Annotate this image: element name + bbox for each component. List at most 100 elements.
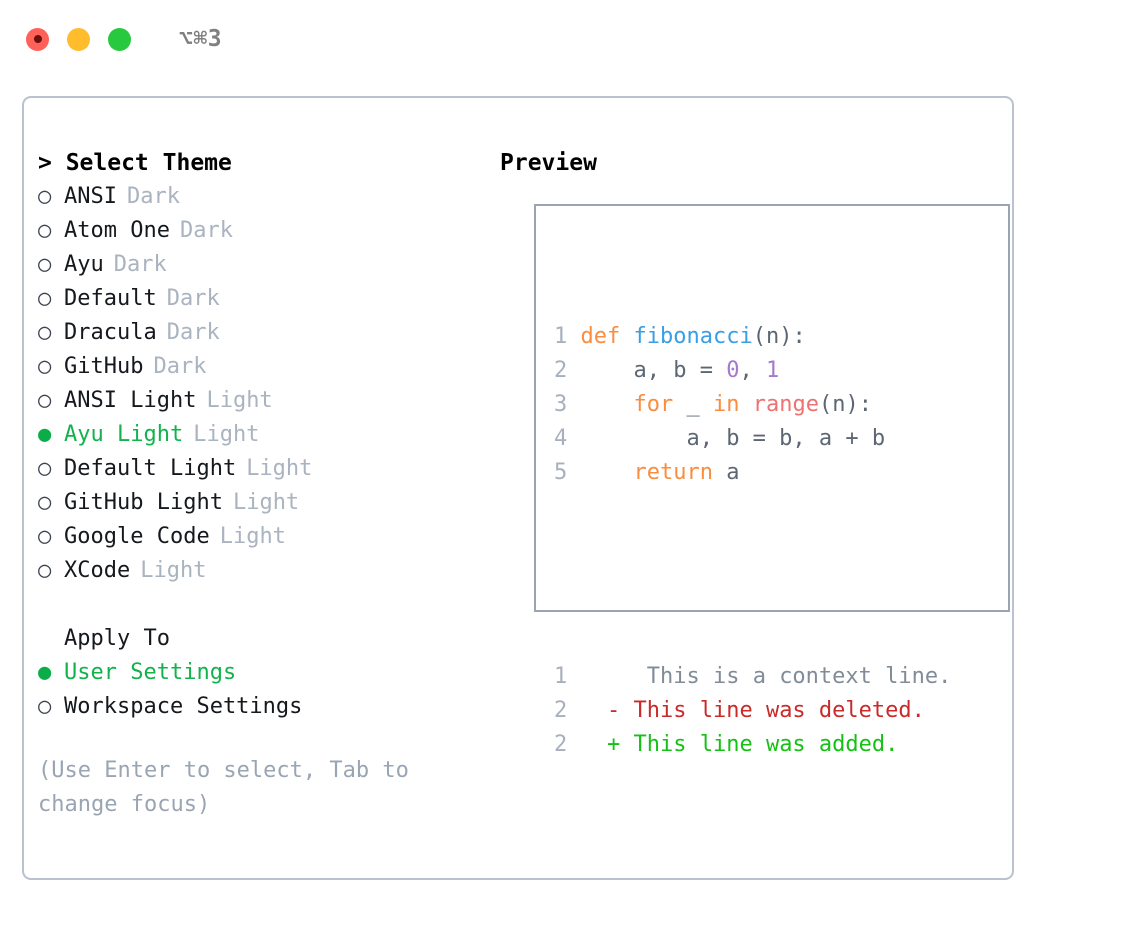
apply-to-header: Apply To <box>64 626 170 651</box>
keyboard-shortcut-label: ⌥⌘3 <box>179 25 223 52</box>
line-number: 2 <box>554 358 568 383</box>
radio-unselected-icon: ○ <box>38 252 52 277</box>
line-number: 5 <box>554 460 568 485</box>
code-token-kw: def <box>580 324 621 349</box>
select-theme-header: > Select Theme <box>38 150 232 176</box>
diff-line-add: 2 + This line was added. <box>554 728 1008 762</box>
close-button-icon[interactable] <box>26 27 49 51</box>
code-line: 4 a, b = b, a + b <box>554 422 1008 456</box>
theme-option-default[interactable]: ○ Default Dark <box>38 282 478 316</box>
apply-to-option-user-settings[interactable]: ● User Settings <box>38 656 478 690</box>
radio-unselected-icon: ○ <box>38 558 52 583</box>
code-token-kw: in <box>712 392 740 417</box>
code-token-fn: fibonacci <box>633 324 753 349</box>
code-token-plain <box>620 324 633 349</box>
diff-sign: + <box>607 732 621 757</box>
keyboard-hint-text: (Use Enter to select, Tab to change focu… <box>38 758 409 817</box>
theme-option-label: Default <box>64 286 157 311</box>
theme-option-label: Dracula <box>64 320 157 345</box>
code-token-plain: , <box>739 358 766 383</box>
theme-option-label: XCode <box>64 558 131 583</box>
radio-unselected-icon: ○ <box>38 456 52 481</box>
theme-option-category: Light <box>219 524 286 549</box>
minimize-button-icon[interactable] <box>67 27 90 51</box>
theme-option-label: Default Light <box>64 456 237 481</box>
theme-option-category: Light <box>140 558 207 583</box>
theme-option-label: Atom One <box>64 218 170 243</box>
preview-column: Preview 1 def fibonacci(n):2 a, b = 0, 1… <box>500 146 1010 757</box>
theme-option-dracula[interactable]: ○ Dracula Dark <box>38 316 478 350</box>
code-line: 1 def fibonacci(n): <box>554 320 1008 354</box>
radio-unselected-icon: ○ <box>38 490 52 515</box>
zoom-button-icon[interactable] <box>108 27 131 51</box>
theme-option-ansi-light[interactable]: ○ ANSI Light Light <box>38 384 478 418</box>
code-diff-separator <box>554 558 1008 592</box>
diff-text: This line was added. <box>620 732 899 757</box>
diff-sign: - <box>607 698 621 723</box>
theme-option-ayu[interactable]: ○ Ayu Dark <box>38 248 478 282</box>
theme-option-github-light[interactable]: ○ GitHub Light Light <box>38 486 478 520</box>
code-token-plain <box>739 392 752 417</box>
code-token-plain <box>581 392 634 417</box>
radio-unselected-icon: ○ <box>38 286 52 311</box>
apply-to-option-label: Workspace Settings <box>64 694 303 719</box>
diff-line-ctx: 1 This is a context line. <box>554 660 1008 694</box>
theme-option-label: GitHub Light <box>64 490 223 515</box>
theme-option-category: Light <box>246 456 313 481</box>
theme-option-label: ANSI Light <box>64 388 197 413</box>
code-line: 5 return a <box>554 456 1008 490</box>
theme-option-label: GitHub <box>64 354 144 379</box>
code-token-kw: return <box>633 460 713 485</box>
diff-sign <box>607 664 620 689</box>
theme-option-category: Dark <box>179 218 233 243</box>
theme-option-category: Dark <box>153 354 207 379</box>
code-line: 3 for _ in range(n): <box>554 388 1008 422</box>
diff-line-number: 2 <box>554 698 568 723</box>
theme-option-category: Light <box>206 388 273 413</box>
line-number: 4 <box>554 426 568 451</box>
theme-option-xcode[interactable]: ○ XCode Light <box>38 554 478 588</box>
radio-unselected-icon: ○ <box>38 320 52 345</box>
radio-unselected-icon: ○ <box>38 694 52 719</box>
code-token-plain: a <box>712 460 740 485</box>
theme-option-default-light[interactable]: ○ Default Light Light <box>38 452 478 486</box>
apply-to-list: ● User Settings ○ Workspace Settings <box>38 656 478 724</box>
theme-option-category: Dark <box>126 184 180 209</box>
window-controls <box>26 27 131 51</box>
radio-selected-icon: ● <box>38 422 52 447</box>
diff-lines: 1 This is a context line.2 - This line w… <box>554 660 1008 762</box>
code-token-num: 1 <box>765 358 780 383</box>
preview-header: Preview <box>500 150 597 176</box>
radio-unselected-icon: ○ <box>38 388 52 413</box>
code-token-num: 0 <box>726 358 740 383</box>
line-number: 1 <box>554 324 568 349</box>
theme-option-category: Dark <box>113 252 167 277</box>
diff-text: This line was deleted. <box>620 698 925 723</box>
radio-selected-icon: ● <box>38 660 52 685</box>
theme-option-label: ANSI <box>64 184 117 209</box>
code-token-punct: (n): <box>752 324 806 349</box>
diff-line-del: 2 - This line was deleted. <box>554 694 1008 728</box>
theme-option-label: Ayu <box>64 252 104 277</box>
theme-option-category: Dark <box>166 320 220 345</box>
code-token-plain: a, b = <box>580 358 727 383</box>
theme-option-category: Dark <box>166 286 220 311</box>
radio-unselected-icon: ○ <box>38 184 52 209</box>
theme-option-ansi[interactable]: ○ ANSI Dark <box>38 180 478 214</box>
code-token-punct: (n): <box>818 392 872 417</box>
theme-option-category: Light <box>232 490 300 515</box>
apply-to-option-label: User Settings <box>64 660 237 685</box>
theme-option-label: Google Code <box>64 524 210 549</box>
diff-line-number: 2 <box>554 732 568 757</box>
apply-to-option-workspace-settings[interactable]: ○ Workspace Settings <box>38 690 478 724</box>
